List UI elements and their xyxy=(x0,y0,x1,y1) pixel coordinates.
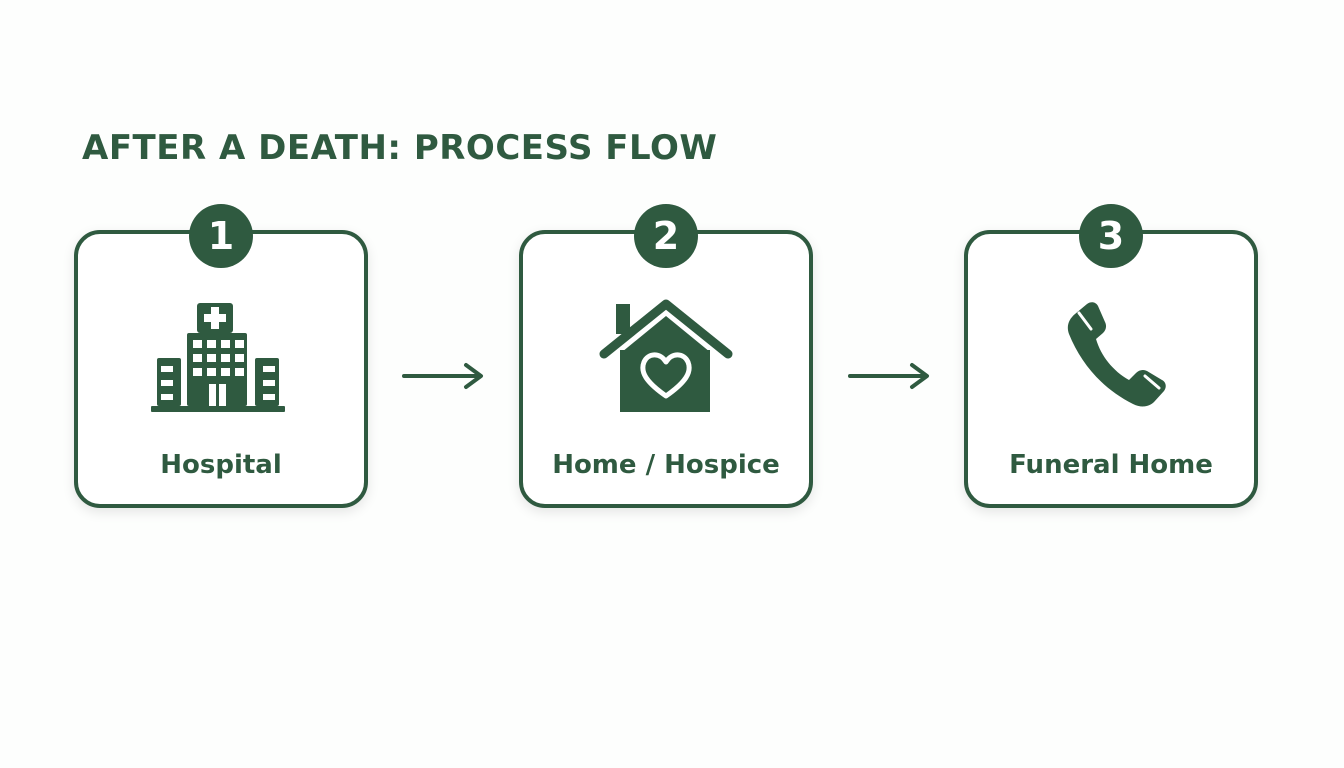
house-heart-icon xyxy=(596,296,736,420)
arrow-right-icon xyxy=(402,362,486,390)
page-title: AFTER A DEATH: PROCESS FLOW xyxy=(82,128,718,168)
step-number-badge: 3 xyxy=(1079,204,1143,268)
step-label: Hospital xyxy=(160,450,282,480)
arrow-right-icon xyxy=(848,362,932,390)
step-number-badge: 1 xyxy=(189,204,253,268)
step-label: Funeral Home xyxy=(1009,450,1213,480)
phone-icon xyxy=(1041,296,1181,420)
step-label: Home / Hospice xyxy=(552,450,780,480)
step-card-funeral-home: 3 Funeral Home xyxy=(964,204,1258,508)
step-number-badge: 2 xyxy=(634,204,698,268)
step-card-hospital: 1 xyxy=(74,204,368,508)
hospital-icon xyxy=(151,296,291,420)
step-card-home-hospice: 2 Home / Hospice xyxy=(519,204,813,508)
